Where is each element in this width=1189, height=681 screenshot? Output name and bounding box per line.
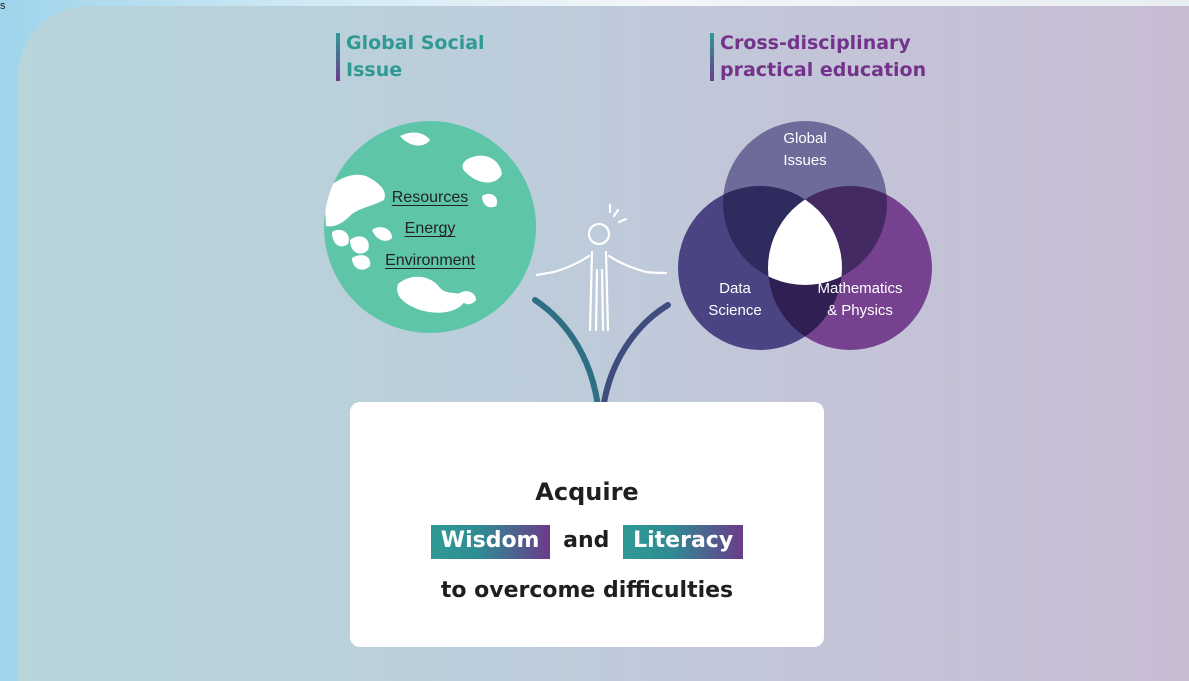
acquire-text: Acquire <box>535 478 639 506</box>
pill-row: Wisdom and Literacy <box>350 525 824 559</box>
globe-label-resources: Resources <box>391 189 469 206</box>
heading-cross-disciplinary: Cross-disciplinary practical education <box>710 30 960 84</box>
person-icon <box>535 203 668 332</box>
result-box: Acquire Wisdom and Literacy to overcome … <box>350 402 824 647</box>
globe-icon <box>324 121 536 333</box>
heading-global-social-issue: Global Social Issue <box>336 30 516 84</box>
globe-label-environment: Environment <box>385 252 475 269</box>
globe-label-energy: Energy <box>404 220 456 237</box>
venn-label-global-issues: Global Issues <box>783 130 827 169</box>
venn-label-mathematics-physics: Mathematics & Physics <box>817 280 903 319</box>
overcome-text: to overcome difficulties <box>440 578 734 603</box>
venn-diagram <box>678 121 932 350</box>
corner-mark: s <box>0 0 6 12</box>
venn-label-data-science: Data Science <box>708 280 762 319</box>
wisdom-pill: Wisdom <box>430 525 550 559</box>
literacy-pill: Literacy <box>623 525 744 559</box>
and-text: and <box>563 528 610 553</box>
